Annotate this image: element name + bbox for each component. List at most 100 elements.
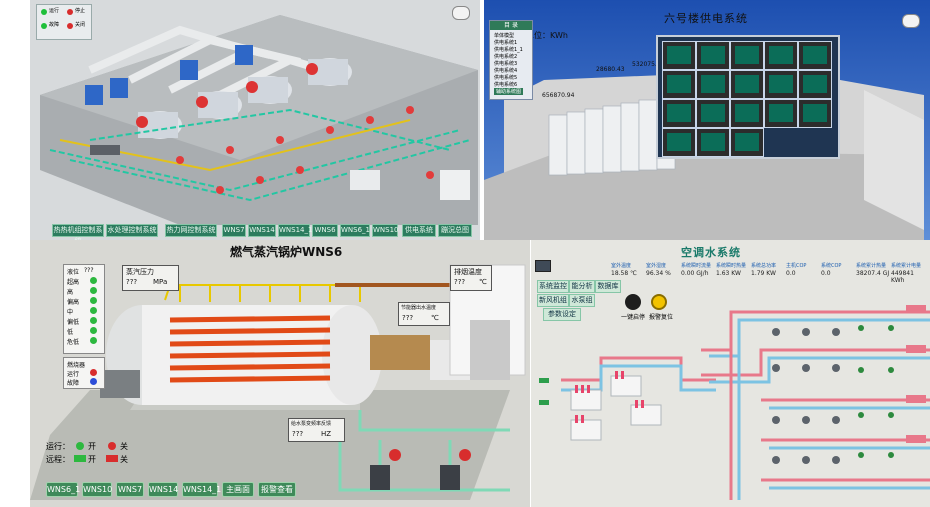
level-value: ??? xyxy=(84,267,94,274)
nav-button-wns10[interactable]: WNS10 xyxy=(82,482,112,497)
alarm-reset-knob[interactable] xyxy=(651,294,667,310)
level-item: 偏高 xyxy=(67,299,80,306)
tab-parameter-settings[interactable]: 参数设定 xyxy=(543,308,581,321)
menu-item[interactable]: 供电系统6 xyxy=(494,82,518,88)
level-item: 超高 xyxy=(67,279,80,286)
stat-value: 96.34 % xyxy=(646,270,671,277)
status-run-lamp xyxy=(41,9,47,15)
nav-button-wns6-1[interactable]: WNS6_1 xyxy=(46,482,80,497)
economizer-temp-unit: ℃ xyxy=(431,314,439,322)
nav-button-wns10[interactable]: WNS10 xyxy=(372,224,399,237)
menu-panel: 目 录 单体模型 供电系统1 供电系统1_1 供电系统2 供电系统3 供电系统4… xyxy=(489,20,533,100)
level-lamp xyxy=(90,337,97,344)
steam-pressure-label: 蒸汽压力 xyxy=(126,268,154,276)
exhaust-temp-label: 排烟温度 xyxy=(454,268,482,276)
menu-item[interactable]: 供电系统3 xyxy=(494,61,518,67)
one-key-start-label: 一键启停 xyxy=(621,314,646,321)
menu-item[interactable]: 供电系统5 xyxy=(494,75,518,81)
nav-button-power-supply[interactable]: 供电系统 xyxy=(402,224,436,237)
burner-label: 燃烧器 xyxy=(67,362,86,369)
level-lamp xyxy=(90,297,97,304)
screenshot-icon[interactable] xyxy=(902,14,920,28)
nav-button-wns7[interactable]: WNS7 xyxy=(116,482,144,497)
tab-system-monitor[interactable]: 系统监控 xyxy=(537,280,569,293)
tab-energy-analysis[interactable]: 能分析 xyxy=(569,280,595,293)
level-lamp xyxy=(90,317,97,324)
power-meter xyxy=(798,70,832,99)
tab-pump-group[interactable]: 水泵组 xyxy=(569,294,595,307)
nav-button-heat-network[interactable]: 热力网控制系统 xyxy=(165,224,217,237)
menu-item[interactable]: 供电系统4 xyxy=(494,68,518,74)
panel-power-supply: 六号楼供电系统 单位：KWh 目 录 单体模型 供电系统1 供电系统1_1 供电… xyxy=(484,0,930,240)
nav-button-overview-map[interactable]: 蹦況总图 xyxy=(438,224,472,237)
nav-button-wns14-1[interactable]: WNS14_1 xyxy=(278,224,312,237)
burner-fault-lamp xyxy=(90,378,97,385)
power-meter xyxy=(798,99,832,128)
remote-on-indicator xyxy=(74,455,86,462)
remote-status-label: 远程： xyxy=(46,455,70,464)
nav-button-wns6[interactable]: WNS6 xyxy=(312,224,338,237)
power-meter xyxy=(764,41,798,70)
level-item: 偏低 xyxy=(67,319,80,326)
stat-label: 室外温度 xyxy=(611,263,632,269)
feed-pump-freq-value: ??? xyxy=(292,430,304,438)
reading-value: 28680.43 xyxy=(596,66,625,73)
level-item: 中 xyxy=(67,309,74,316)
run-off-label: 关 xyxy=(120,442,128,451)
power-meter xyxy=(696,41,730,70)
menu-item[interactable]: 供电系统1 xyxy=(494,40,518,46)
stat-value: 0.00 GJ/h xyxy=(681,270,709,277)
legend-panel: 运行 停止 故障 关闭 xyxy=(36,4,92,40)
level-lamp xyxy=(90,277,97,284)
stat-label: 室外湿度 xyxy=(646,263,667,269)
nav-button-cogeneration[interactable]: 热热机组控制系统 xyxy=(52,224,104,240)
tab-database[interactable]: 数据库 xyxy=(595,280,621,293)
main-screen-button[interactable]: 主画面 xyxy=(222,482,254,497)
status-closed-lamp xyxy=(67,23,73,29)
meter-grid xyxy=(662,41,834,157)
economizer-temp-value: ??? xyxy=(402,314,414,322)
stat-label: 主机COP xyxy=(786,263,807,269)
stat-label: 系统COP xyxy=(821,263,842,269)
screenshot-icon[interactable] xyxy=(452,6,470,20)
menu-item[interactable]: 供电系统2 xyxy=(494,54,518,60)
page-title: 六号楼供电系统 xyxy=(664,12,748,25)
nav-button-wns14-1[interactable]: WNS14_1 xyxy=(182,482,221,497)
one-key-start-knob[interactable] xyxy=(625,294,641,310)
remote-off-indicator xyxy=(106,455,118,462)
menu-title: 目 录 xyxy=(490,21,532,30)
power-meter xyxy=(764,70,798,99)
steam-pressure-value: ??? xyxy=(126,278,138,286)
economizer-temp-box: 节能器出水温度 ??? ℃ xyxy=(398,302,450,326)
power-meter xyxy=(764,99,798,128)
tab-fresh-air-units[interactable]: 新风机组 xyxy=(537,294,569,307)
menu-item[interactable]: 单体模型 xyxy=(494,33,515,39)
unit-label: 单位：KWh xyxy=(526,31,568,40)
power-meter xyxy=(696,70,730,99)
steam-pressure-unit: MPa xyxy=(153,278,168,286)
nav-button-water-treatment[interactable]: 水处理控制系统 xyxy=(106,224,158,237)
remote-off-label: 关 xyxy=(120,455,128,464)
power-meter xyxy=(730,99,764,128)
menu-item[interactable]: 供电系统1_1 xyxy=(494,47,523,53)
stat-value: 1.79 KW xyxy=(751,270,776,277)
burner-panel: 燃烧器 运行 故障 xyxy=(63,357,105,389)
power-meter xyxy=(662,128,696,157)
level-item: 高 xyxy=(67,289,74,296)
menu-item[interactable]: 辅助系统图 xyxy=(494,88,524,95)
power-meter xyxy=(696,128,730,157)
alarm-view-button[interactable]: 报警查看 xyxy=(258,482,296,497)
nav-button-wns7[interactable]: WNS7 xyxy=(222,224,246,237)
monitor-icon[interactable] xyxy=(535,260,551,272)
panel-boiler-wns6: 燃气蒸汽锅炉WNS6 xyxy=(30,240,530,507)
feed-pump-freq-unit: HZ xyxy=(321,430,332,438)
nav-button-wns14[interactable]: WNS14 xyxy=(248,224,276,237)
level-panel: 液位 ??? 超高 高 偏高 中 偏低 低 危低 xyxy=(63,264,105,354)
steam-pressure-box: 蒸汽压力 ??? MPa xyxy=(122,265,179,291)
burner-run-lamp xyxy=(90,369,97,376)
nav-button-wns14[interactable]: WNS14 xyxy=(148,482,178,497)
reading-value: 656870.94 xyxy=(542,92,575,99)
nav-button-wns6-1[interactable]: WNS6_1 xyxy=(340,224,370,237)
burner-item: 故障 xyxy=(67,380,80,387)
